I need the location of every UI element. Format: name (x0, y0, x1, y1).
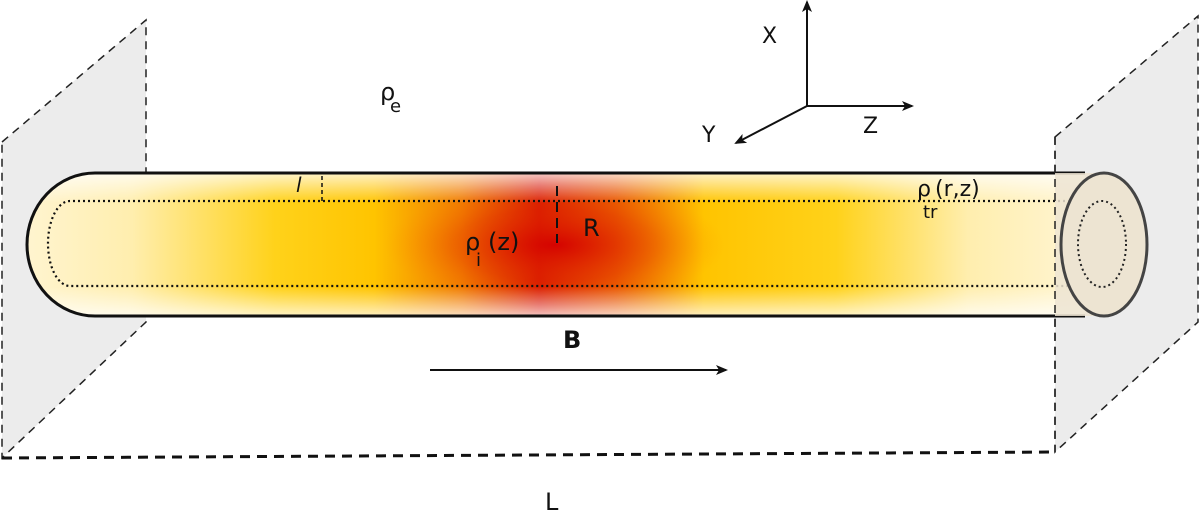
tube-end-cap (1059, 171, 1149, 318)
rho-tr-argument: (r,z) (935, 177, 980, 202)
bottom-box-edge (1, 450, 1056, 460)
flux-tube (27, 173, 1086, 316)
z-axis-label: Z (863, 114, 878, 139)
y-axis-label: Y (701, 123, 716, 148)
r-label: R (583, 214, 600, 242)
l-label: l (296, 173, 302, 197)
tube-outline (25, 171, 1085, 318)
rho-i-subscript: i (476, 250, 481, 271)
rho-i-argument: (z) (488, 228, 519, 256)
x-axis-label: X (762, 24, 777, 49)
core-boundary-dotted (46, 199, 1100, 288)
length-label: L (545, 488, 559, 514)
b-field-label: B (563, 326, 581, 354)
rho-tr-subscript: tr (923, 202, 938, 223)
rho-e-label: ρ (380, 78, 395, 106)
rho-tr-label: ρ (917, 177, 931, 202)
rho-e-subscript: e (390, 96, 401, 117)
y-axis-arrow (734, 105, 808, 144)
core-end-dotted (1077, 200, 1127, 288)
rho-i-label: ρ (465, 228, 480, 256)
coordinate-axes: X Z Y (701, 0, 914, 148)
